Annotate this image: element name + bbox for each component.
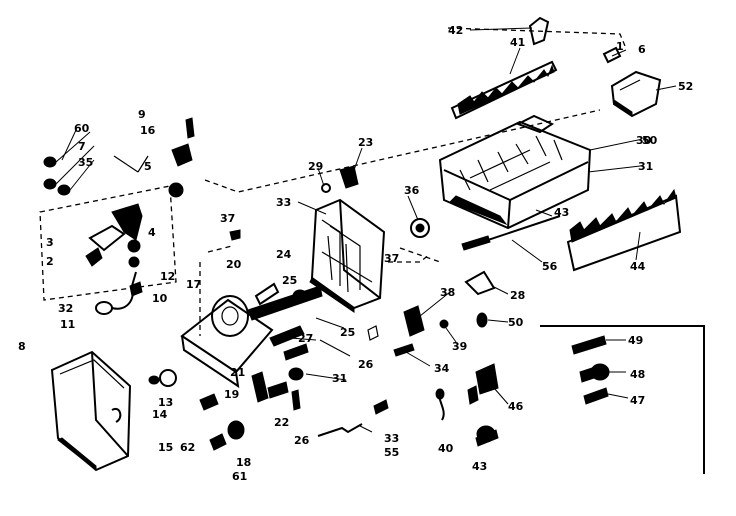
callout-26a: 26: [358, 358, 374, 371]
part-38-thermostat: [367, 305, 449, 357]
part-33-55-wire: [317, 399, 389, 437]
callout-14: 14: [152, 408, 168, 421]
part-28-bracket: [464, 270, 496, 328]
callout-37b: 37: [384, 252, 399, 265]
callout-43a: 43: [554, 206, 569, 219]
part-18-gear: [199, 393, 245, 451]
part-36-bearing: [410, 218, 430, 238]
callout-37a: 37: [220, 212, 235, 225]
part-44-stripper: [566, 188, 682, 272]
part-56-shaft: [461, 215, 561, 251]
part-33-control-housing: [309, 198, 386, 313]
callout-22: 22: [274, 416, 289, 429]
callout-3: 3: [46, 236, 54, 249]
callout-40: 40: [438, 442, 454, 455]
callout-11: 11: [60, 318, 75, 331]
callout-25b: 25: [340, 326, 355, 339]
part-41-ejector-blade: [450, 16, 558, 120]
part-37-screw: [229, 229, 241, 241]
callout-18: 18: [236, 456, 251, 469]
part-20-motor-assembly: [180, 282, 323, 389]
part-31-ice-mold: [438, 114, 592, 230]
leader-lines: [61, 27, 677, 433]
part-52-fill-cup: [610, 70, 662, 118]
callout-19: 19: [224, 388, 239, 401]
callout-numbers: 1 2 3 4 5 6 7 8 9 10 11 12 13 14 15 16 1…: [18, 24, 693, 483]
callout-10: 10: [152, 292, 168, 305]
callout-28: 28: [510, 289, 525, 302]
callout-16: 16: [140, 124, 156, 137]
callout-17: 17: [186, 278, 201, 291]
callout-31b: 31: [332, 372, 347, 385]
callout-7: 7: [78, 140, 86, 153]
callout-46: 46: [508, 400, 524, 413]
callout-34: 34: [434, 362, 450, 375]
callout-50a: 50: [642, 134, 658, 147]
callout-38: 38: [440, 286, 455, 299]
callout-30: 30: [636, 134, 652, 147]
part-22-lever: [251, 371, 301, 411]
callout-39: 39: [452, 340, 467, 353]
callout-31a: 31: [638, 160, 653, 173]
callout-27: 27: [298, 332, 313, 345]
part-16-switch: [168, 117, 195, 198]
callout-5: 5: [144, 160, 152, 173]
callout-13: 13: [158, 396, 173, 409]
callout-20: 20: [226, 258, 242, 271]
callout-42: 42: [448, 24, 463, 37]
part-40-clip: [435, 388, 445, 421]
callout-44: 44: [630, 260, 646, 273]
callout-23: 23: [358, 136, 373, 149]
callout-60: 60: [74, 122, 90, 135]
callout-26b: 26: [294, 434, 310, 447]
callout-35b: 55: [384, 446, 399, 459]
part-32-wire-harness: [95, 271, 143, 315]
callout-50b: 50: [508, 316, 524, 329]
callout-62: 62: [180, 441, 195, 454]
callout-49: 49: [628, 334, 643, 347]
part-45-fitting: [475, 425, 499, 447]
callout-1: 1: [616, 40, 624, 53]
callout-6: 6: [638, 43, 646, 56]
part-6-screw: [602, 46, 622, 64]
part-27-spring: [283, 343, 309, 381]
callout-21: 21: [230, 366, 245, 379]
callout-4: 4: [148, 226, 156, 239]
part-46-valve: [467, 363, 499, 405]
callout-35a: 35: [78, 156, 93, 169]
parts-inset-box: [540, 325, 705, 474]
callout-48: 48: [630, 368, 645, 381]
callout-24: 24: [276, 248, 292, 261]
callout-25a: 25: [282, 274, 297, 287]
part-13-grommet: [148, 369, 177, 387]
callout-52: 52: [678, 80, 693, 93]
callout-61: 61: [232, 470, 247, 483]
callout-2: 2: [46, 255, 54, 268]
callout-8: 8: [18, 340, 26, 353]
callout-41: 41: [510, 36, 525, 49]
callout-33b: 33: [384, 432, 399, 445]
part-8-cover: [50, 350, 132, 472]
callout-43b: 43: [472, 460, 487, 473]
callout-36: 36: [404, 184, 420, 197]
callout-12: 12: [160, 270, 175, 283]
part-3-bracket-assembly: [85, 203, 143, 268]
part-60-wire-leads: [43, 131, 95, 196]
callout-56: 56: [542, 260, 558, 273]
callout-29: 29: [308, 160, 323, 173]
callout-32: 32: [58, 302, 73, 315]
callout-33a: 33: [276, 196, 291, 209]
callout-15: 15: [158, 441, 173, 454]
callout-9: 9: [138, 108, 146, 121]
assembly-dashed-lines: [39, 27, 626, 336]
part-29-screw: [321, 165, 359, 193]
callout-47: 47: [630, 394, 645, 407]
